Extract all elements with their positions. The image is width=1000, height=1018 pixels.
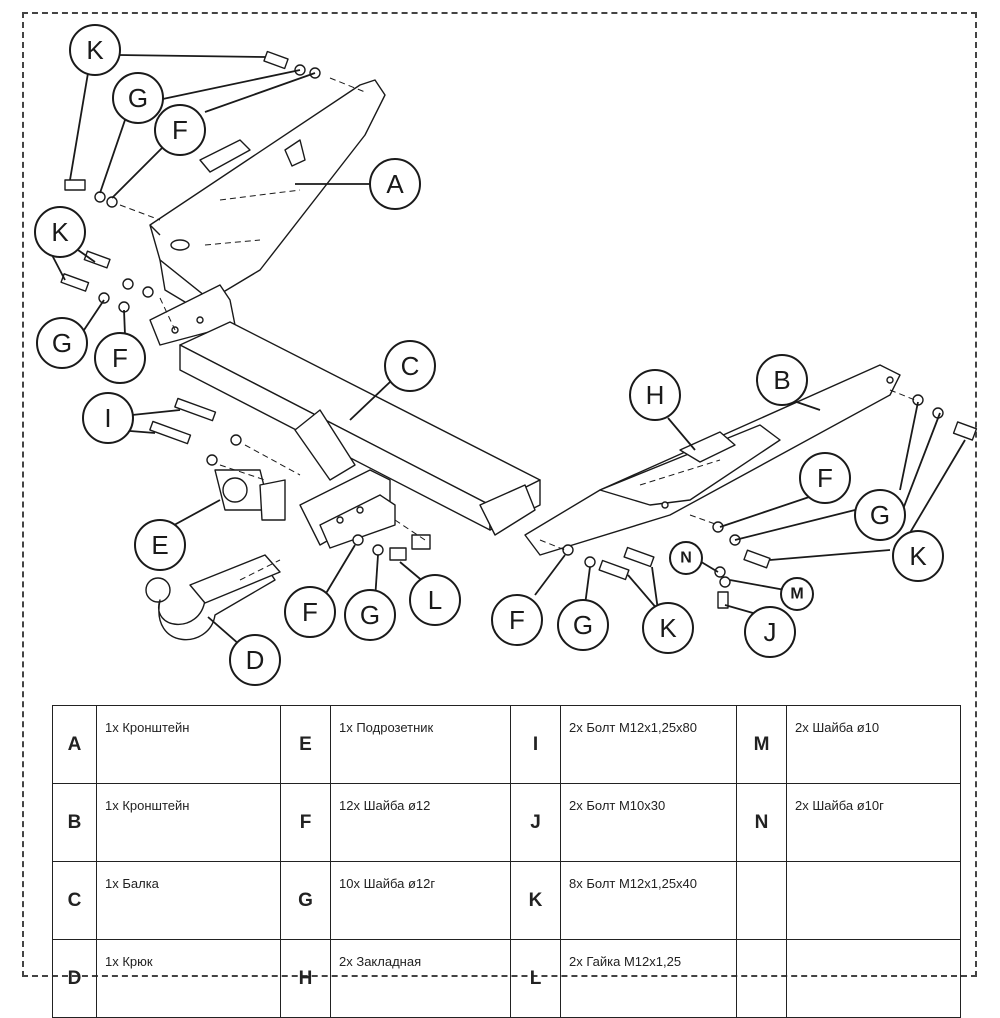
legend-key: G [280,861,331,940]
legend-desc: 12х Шайба ø12 [330,783,511,862]
svg-text:F: F [172,115,188,145]
callout-g-top-left: G [112,72,164,124]
callout-c: C [384,340,436,392]
alignment-lines [119,77,916,551]
callout-k-lower-right: K [642,602,694,654]
svg-text:K: K [51,217,69,247]
legend-key [736,861,787,940]
callout-l: L [409,574,461,626]
legend-desc: 1х Крюк [96,939,281,1018]
legend-row: D 1х Крюк H 2х Закладная L 2х Гайка М12х… [52,939,961,1018]
legend-desc: 2х Болт М10х30 [560,783,737,862]
legend-key: I [510,705,561,784]
legend-desc: 2х Шайба ø10г [786,783,961,862]
legend-desc: 2х Гайка М12х1,25 [560,939,737,1018]
legend-desc: 2х Закладная [330,939,511,1018]
svg-text:I: I [104,403,111,433]
legend-key: D [52,939,97,1018]
legend-row: C 1х Балка G 10х Шайба ø12г K 8х Болт М1… [52,861,961,940]
legend-key: K [510,861,561,940]
tow-hook-d [145,554,281,641]
callout-m: M [780,577,814,611]
svg-text:C: C [401,351,420,381]
legend-desc: 8х Болт М12х1,25х40 [560,861,737,940]
svg-text:F: F [112,343,128,373]
legend-key: L [510,939,561,1018]
callout-f-right: F [799,452,851,504]
legend-key: J [510,783,561,862]
crossbeam-c [179,321,541,536]
legend-key: B [52,783,97,862]
legend-desc: 2х Шайба ø10 [786,705,961,784]
hitch-mount-plates [299,469,396,549]
assembly-diagram: K G F A K G F I C E D F G L H B F G K F … [34,24,978,686]
parts-legend-table: A 1х Кронштейн E 1х Подрозетник I 2х Бол… [52,705,961,1018]
svg-text:G: G [573,610,593,640]
callout-a: A [369,158,421,210]
legend-row: A 1х Кронштейн E 1х Подрозетник I 2х Бол… [52,705,961,784]
callout-g-right: G [854,489,906,541]
svg-text:G: G [870,500,890,530]
svg-text:B: B [773,365,790,395]
legend-desc [786,861,961,940]
svg-text:G: G [128,83,148,113]
legend-key: F [280,783,331,862]
fasteners [60,50,978,609]
legend-key: H [280,939,331,1018]
svg-text:K: K [909,541,927,571]
legend-key: E [280,705,331,784]
legend-key [736,939,787,1018]
svg-text:M: M [790,586,803,603]
svg-text:D: D [246,645,265,675]
svg-text:E: E [151,530,168,560]
callout-j: J [744,606,796,658]
callout-f-center: F [284,586,336,638]
svg-text:F: F [302,597,318,627]
legend-desc: 1х Подрозетник [330,705,511,784]
callout-g-left: G [36,317,88,369]
svg-text:L: L [428,585,442,615]
svg-text:N: N [680,550,692,567]
svg-text:H: H [646,380,665,410]
callout-k-left: K [34,206,86,258]
callout-d: D [229,634,281,686]
svg-text:G: G [360,600,380,630]
legend-desc: 1х Балка [96,861,281,940]
callout-h: H [629,369,681,421]
legend-row: B 1х Кронштейн F 12х Шайба ø12 J 2х Болт… [52,783,961,862]
legend-desc [786,939,961,1018]
legend-key: N [736,783,787,862]
svg-text:F: F [817,463,833,493]
svg-text:F: F [509,605,525,635]
callout-b: B [756,354,808,406]
bracket-b [524,364,901,556]
callout-k-right: K [892,530,944,582]
callout-f-left: F [94,332,146,384]
callout-f-lower-right: F [491,594,543,646]
callout-e: E [134,519,186,571]
svg-text:K: K [86,35,104,65]
legend-key: C [52,861,97,940]
callout-n: N [669,541,703,575]
callout-g-center: G [344,589,396,641]
legend-desc: 2х Болт М12х1,25х80 [560,705,737,784]
legend-desc: 1х Кронштейн [96,783,281,862]
legend-key: A [52,705,97,784]
callout-i: I [82,392,134,444]
svg-text:G: G [52,328,72,358]
svg-text:K: K [659,613,677,643]
legend-key: M [736,705,787,784]
legend-desc: 1х Кронштейн [96,705,281,784]
socket-plate-e [214,469,286,521]
svg-text:J: J [764,617,777,647]
callout-k-top-left: K [69,24,121,76]
svg-text:A: A [386,169,404,199]
legend-desc: 10х Шайба ø12г [330,861,511,940]
leader-lines [51,54,966,646]
callout-f-top-left: F [154,104,206,156]
callout-g-lower-right: G [557,599,609,651]
